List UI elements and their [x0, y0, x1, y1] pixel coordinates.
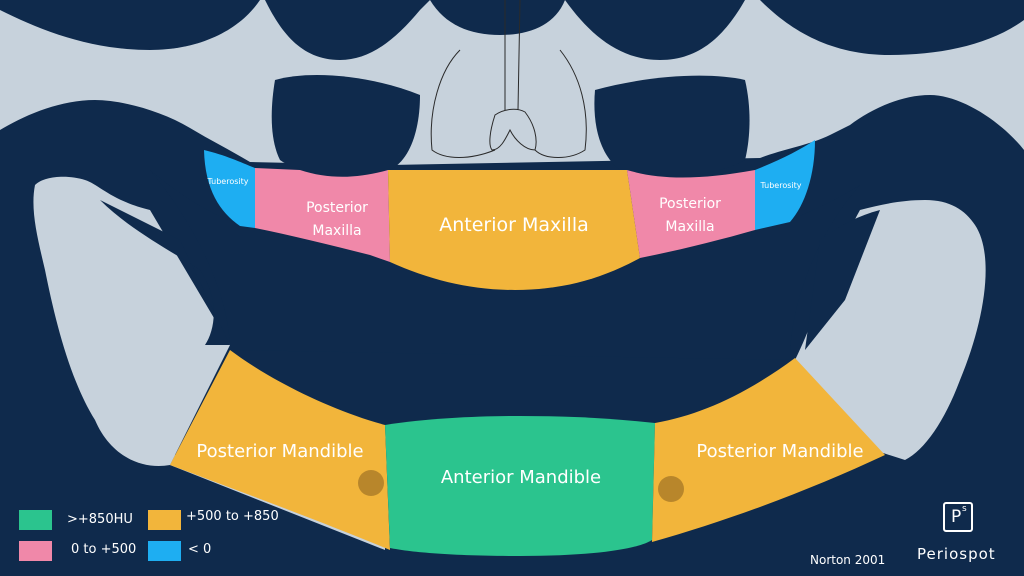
- legend-label-green: >+850HU: [67, 512, 133, 527]
- top-corner-left: [0, 0, 260, 50]
- label-posterior-maxilla-right-line1: Posterior: [659, 196, 721, 212]
- label-posterior-maxilla-right-line2: Maxilla: [665, 219, 714, 235]
- region-anterior-mandible: [385, 416, 655, 556]
- legend-swatch-green: [19, 510, 52, 530]
- region-tuberosity-left: [204, 150, 255, 228]
- label-posterior-maxilla-left-line2: Maxilla: [312, 223, 361, 239]
- top-corner-right: [760, 0, 1024, 55]
- label-posterior-mandible-left: Posterior Mandible: [196, 441, 363, 462]
- label-anterior-maxilla: Anterior Maxilla: [439, 214, 589, 236]
- logo-superscript: s: [962, 504, 967, 514]
- upper-right-dark: [565, 0, 745, 60]
- legend-swatch-orange: [148, 510, 181, 530]
- label-posterior-mandible-right: Posterior Mandible: [696, 441, 863, 462]
- legend-label-blue: < 0: [188, 542, 212, 557]
- mental-foramen-left: [358, 470, 384, 496]
- label-tuberosity-right: Tuberosity: [759, 181, 801, 190]
- logo-letter: P: [951, 507, 962, 527]
- right-sinus: [594, 75, 750, 176]
- legend-swatch-blue: [148, 541, 181, 561]
- label-tuberosity-left: Tuberosity: [206, 177, 248, 186]
- label-anterior-mandible: Anterior Mandible: [441, 467, 601, 488]
- citation-credit: Norton 2001: [810, 553, 886, 567]
- upper-left-dark: [265, 0, 430, 60]
- legend-label-pink: 0 to +500: [71, 542, 137, 557]
- left-sinus: [271, 75, 420, 176]
- upper-center-dark: [430, 0, 565, 35]
- periospot-logo-icon: P s: [943, 502, 973, 532]
- legend-label-orange: +500 to +850: [186, 509, 279, 524]
- region-posterior-mandible-right: [652, 358, 885, 542]
- ramus-notch-right: [805, 210, 880, 350]
- label-posterior-maxilla-left-line1: Posterior: [306, 200, 368, 216]
- legend-swatch-pink: [19, 541, 52, 561]
- mandible-bone: [33, 176, 986, 466]
- region-anterior-maxilla: [388, 170, 640, 290]
- brand-name: Periospot: [917, 545, 996, 563]
- region-posterior-maxilla-left: [255, 168, 390, 262]
- region-tuberosity-right: [755, 140, 815, 230]
- nasal-septum-outline: [430, 0, 587, 158]
- oral-cavity: [150, 170, 860, 360]
- mental-foramen-right: [658, 476, 684, 502]
- region-posterior-maxilla-right: [627, 170, 755, 258]
- maxilla-bone: [0, 0, 1024, 165]
- region-posterior-mandible-left: [170, 350, 390, 550]
- ramus-notch-left: [100, 200, 230, 345]
